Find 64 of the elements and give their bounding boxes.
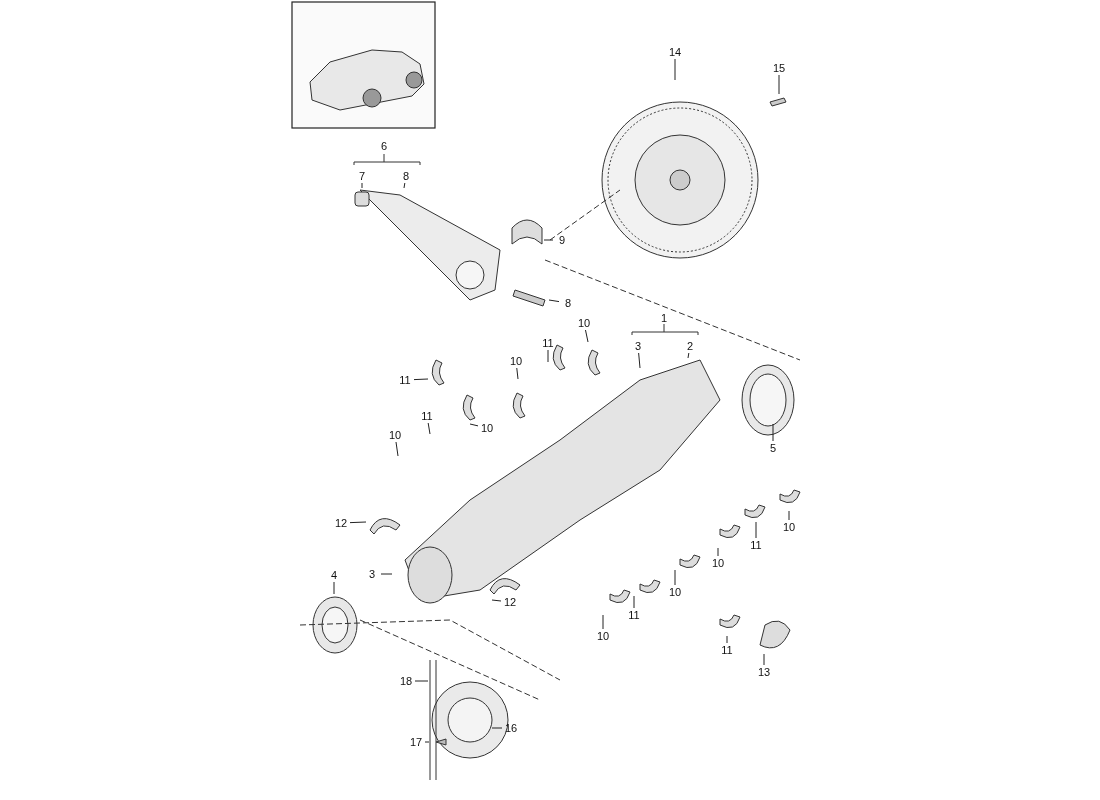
callout-number: 17 xyxy=(407,735,425,749)
callout-number: 10 xyxy=(386,428,404,442)
callout-number: 6 xyxy=(379,139,389,153)
callout-number: 11 xyxy=(396,373,414,387)
leader-line xyxy=(778,74,780,95)
callout-number: 10 xyxy=(666,585,684,599)
leader-line xyxy=(516,367,519,380)
leader-line xyxy=(414,680,429,682)
leader-line xyxy=(638,352,641,369)
callout-number: 11 xyxy=(747,538,765,552)
callout-number: 10 xyxy=(709,556,727,570)
callout-number: 1 xyxy=(659,311,669,325)
leader-line xyxy=(547,349,549,363)
callout-number: 5 xyxy=(764,441,782,455)
callout-number: 10 xyxy=(780,520,798,534)
leader-line xyxy=(403,182,406,189)
leader-line xyxy=(469,423,479,427)
callout-number: 3 xyxy=(363,567,381,581)
callout-number: 12 xyxy=(332,516,350,530)
callout-number: 15 xyxy=(770,61,788,75)
callout-number: 12 xyxy=(501,595,519,609)
leader-line xyxy=(717,547,719,557)
callout-number: 11 xyxy=(718,643,736,657)
leader-line xyxy=(380,573,393,575)
callout-number: 16 xyxy=(502,721,520,735)
callout-number: 11 xyxy=(418,409,436,423)
leader-line xyxy=(548,299,560,303)
leader-line xyxy=(413,378,429,381)
callout-number: 9 xyxy=(553,233,571,247)
leader-line xyxy=(349,521,367,524)
leader-line xyxy=(491,599,502,602)
leader-line xyxy=(602,614,604,630)
leader-line xyxy=(543,239,554,241)
leader-line xyxy=(584,329,589,343)
leader-line xyxy=(726,635,728,644)
callout-number: 13 xyxy=(755,665,773,679)
leader-line xyxy=(674,569,676,586)
leader-line xyxy=(427,422,431,435)
leader-line xyxy=(772,423,774,442)
callout-number: 14 xyxy=(666,45,684,59)
callout-number: 2 xyxy=(681,339,699,353)
leader-line xyxy=(788,510,790,521)
callout-number: 7 xyxy=(353,169,371,183)
leader-line xyxy=(491,727,503,729)
leader-line xyxy=(755,521,757,539)
callout-number: 4 xyxy=(325,568,343,582)
callout-number: 11 xyxy=(625,608,643,622)
callout-number: 8 xyxy=(397,169,415,183)
leader-line xyxy=(674,58,676,81)
leader-line xyxy=(633,595,635,609)
leader-line xyxy=(763,653,765,666)
leader-line xyxy=(395,441,399,457)
callout-number: 18 xyxy=(397,674,415,688)
callout-number: 10 xyxy=(478,421,496,435)
leader-line xyxy=(361,182,363,189)
callout-number: 8 xyxy=(559,296,577,310)
leader-line xyxy=(687,352,690,359)
callout-number: 10 xyxy=(507,354,525,368)
callout-number: 11 xyxy=(539,336,557,350)
callout-number: 3 xyxy=(629,339,647,353)
callout-number: 10 xyxy=(575,316,593,330)
callout-number: 10 xyxy=(594,629,612,643)
leader-line xyxy=(424,741,430,743)
leader-line xyxy=(333,581,335,595)
